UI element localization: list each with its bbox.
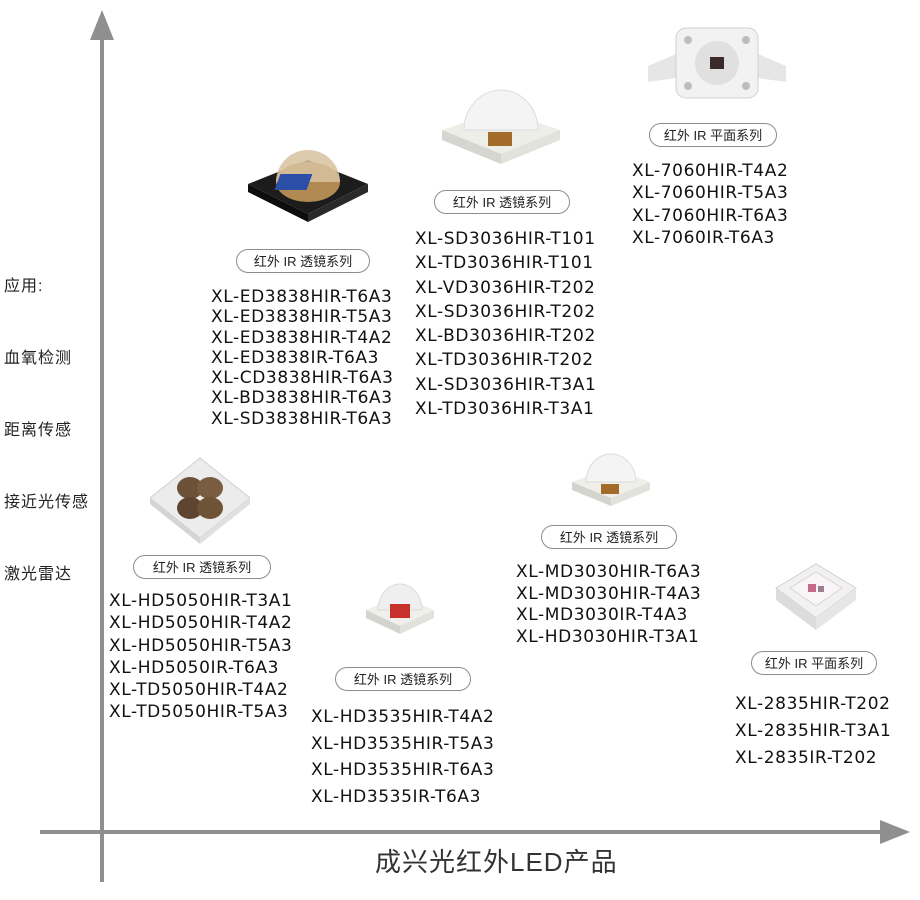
model-item: XL-SD3838HIR-T6A3 xyxy=(211,408,393,429)
series-badge: 红外 IR 透镜系列 xyxy=(434,190,570,214)
y-axis-title: 应用: xyxy=(4,278,44,295)
model-item: XL-HD3535IR-T6A3 xyxy=(311,787,482,808)
series-badge: 红外 IR 平面系列 xyxy=(751,651,877,675)
model-item: XL-TD5050HIR-T5A3 xyxy=(109,702,289,723)
series-badge: 红外 IR 透镜系列 xyxy=(133,555,271,579)
model-item: XL-BD3036HIR-T202 xyxy=(415,326,596,347)
model-item: XL-HD5050HIR-T3A1 xyxy=(109,591,293,611)
model-list: XL-HD5050HIR-T3A1 XL-HD5050HIR-T4A2 XL-H… xyxy=(109,590,292,724)
series-badge: 红外 IR 透镜系列 xyxy=(541,525,677,549)
model-item: XL-BD3838HIR-T6A3 xyxy=(211,388,393,409)
application-label: 激光雷达 xyxy=(4,566,73,583)
model-item: XL-2835IR-T202 xyxy=(735,748,878,768)
application-label: 血氧检测 xyxy=(4,350,73,367)
flat-smd-led-2835-icon xyxy=(775,563,857,630)
dome-lens-led-white-icon xyxy=(442,89,560,164)
model-item: XL-MD3030HIR-T4A3 xyxy=(516,583,702,604)
series-badge: 红外 IR 透镜系列 xyxy=(236,249,370,273)
model-list: XL-2835HIR-T202 XL-2835HIR-T3A1 XL-2835I… xyxy=(735,691,891,772)
model-item: XL-7060HIR-T5A3 xyxy=(632,183,789,204)
model-item: XL-VD3036HIR-T202 xyxy=(415,277,596,298)
dome-lens-led-red-icon xyxy=(366,583,434,634)
model-item: XL-HD5050IR-T6A3 xyxy=(109,657,280,678)
model-item: XL-2835HIR-T202 xyxy=(735,694,891,714)
model-item: XL-CD3838HIR-T6A3 xyxy=(211,368,394,389)
model-item: XL-TD3036HIR-T3A1 xyxy=(415,399,595,420)
model-item: XL-HD3535HIR-T5A3 xyxy=(311,733,495,754)
model-item: XL-SD3036HIR-T101 xyxy=(415,229,596,249)
x-axis-arrow xyxy=(880,820,910,844)
model-item: XL-HD3030HIR-T3A1 xyxy=(516,627,700,648)
x-axis-title: 成兴光红外LED产品 xyxy=(375,847,618,877)
model-item: XL-ED3838HIR-T5A3 xyxy=(211,307,393,328)
model-list: XL-HD3535HIR-T4A2 XL-HD3535HIR-T5A3 XL-H… xyxy=(311,704,494,811)
series-badge: 红外 IR 透镜系列 xyxy=(335,667,471,691)
model-list: XL-ED3838HIR-T6A3 XL-ED3838HIR-T5A3 XL-E… xyxy=(211,287,394,429)
model-item: XL-HD3535HIR-T4A2 xyxy=(311,707,495,727)
model-list: XL-SD3036HIR-T101 XL-TD3036HIR-T101 XL-V… xyxy=(415,227,596,421)
model-item: XL-TD3036HIR-T101 xyxy=(415,253,594,274)
model-list: XL-7060HIR-T4A2 XL-7060HIR-T5A3 XL-7060H… xyxy=(632,160,788,249)
model-item: XL-MD3030IR-T4A3 xyxy=(516,605,688,626)
series-badge: 红外 IR 平面系列 xyxy=(649,123,777,147)
model-list: XL-MD3030HIR-T6A3 XL-MD3030HIR-T4A3 XL-M… xyxy=(516,562,701,649)
dome-lens-led-black-icon xyxy=(248,150,368,222)
model-item: XL-7060HIR-T4A2 xyxy=(632,161,789,181)
model-item: XL-SD3036HIR-T202 xyxy=(415,301,596,322)
application-label: 接近光传感 xyxy=(4,494,90,511)
model-item: XL-TD5050HIR-T4A2 xyxy=(109,680,289,701)
dome-lens-led-white-small-icon xyxy=(572,453,650,506)
model-item: XL-HD3535HIR-T6A3 xyxy=(311,760,495,781)
model-item: XL-MD3030HIR-T6A3 xyxy=(516,562,702,582)
quad-lens-led-5050-icon xyxy=(150,457,250,544)
model-item: XL-ED3838IR-T6A3 xyxy=(211,347,380,368)
model-item: XL-2835HIR-T3A1 xyxy=(735,721,892,741)
model-item: XL-ED3838HIR-T4A2 xyxy=(211,327,393,348)
model-item: XL-TD3036HIR-T202 xyxy=(415,350,594,371)
model-item: XL-7060IR-T6A3 xyxy=(632,227,775,248)
model-item: XL-7060HIR-T6A3 xyxy=(632,205,789,226)
model-item: XL-SD3036HIR-T3A1 xyxy=(415,374,597,395)
model-item: XL-HD5050HIR-T4A2 xyxy=(109,613,293,634)
model-item: XL-ED3838HIR-T6A3 xyxy=(211,287,393,307)
y-axis-arrow xyxy=(90,10,114,40)
model-item: XL-HD5050HIR-T5A3 xyxy=(109,635,293,656)
flat-smd-led-7060-icon xyxy=(648,27,786,99)
application-label: 距离传感 xyxy=(4,422,73,439)
